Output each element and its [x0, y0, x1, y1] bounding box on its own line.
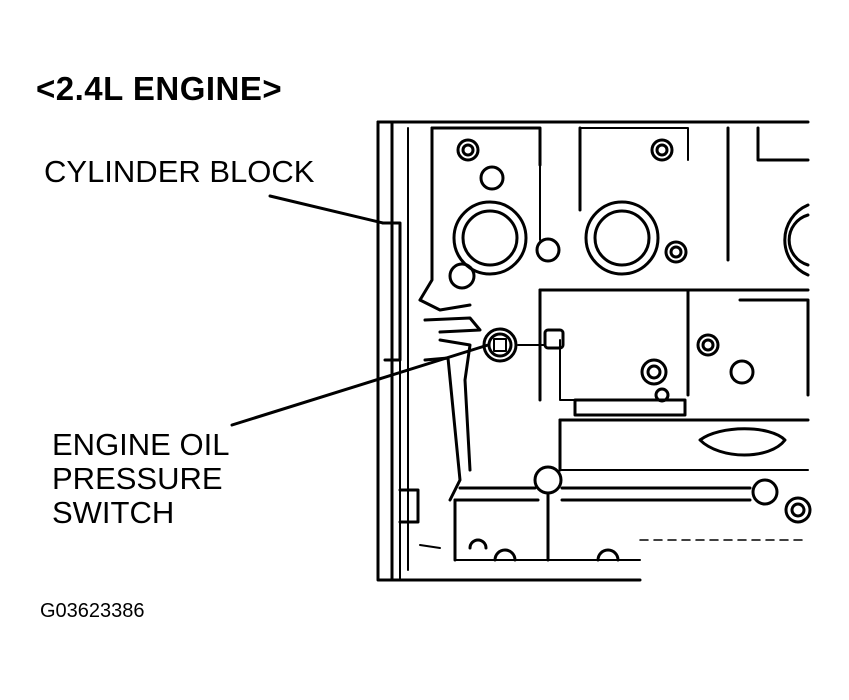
block-outer-edge: [376, 120, 642, 582]
figure-title: <2.4L ENGINE>: [36, 70, 283, 107]
oil-switch-label-line-3: SWITCH: [52, 495, 175, 530]
cylinder-block-leader: [268, 194, 385, 225]
oil-switch-label-line-2: PRESSURE: [52, 461, 223, 496]
oil-switch-label-line-1: ENGINE OIL: [52, 427, 230, 462]
figure-code: G03623386: [40, 600, 145, 622]
oil-pressure-switch-label: ENGINE OIL PRESSURE SWITCH: [52, 428, 229, 530]
oil-pressure-switch: [482, 327, 518, 363]
cylinder-block-label: CYLINDER BLOCK: [44, 154, 315, 189]
